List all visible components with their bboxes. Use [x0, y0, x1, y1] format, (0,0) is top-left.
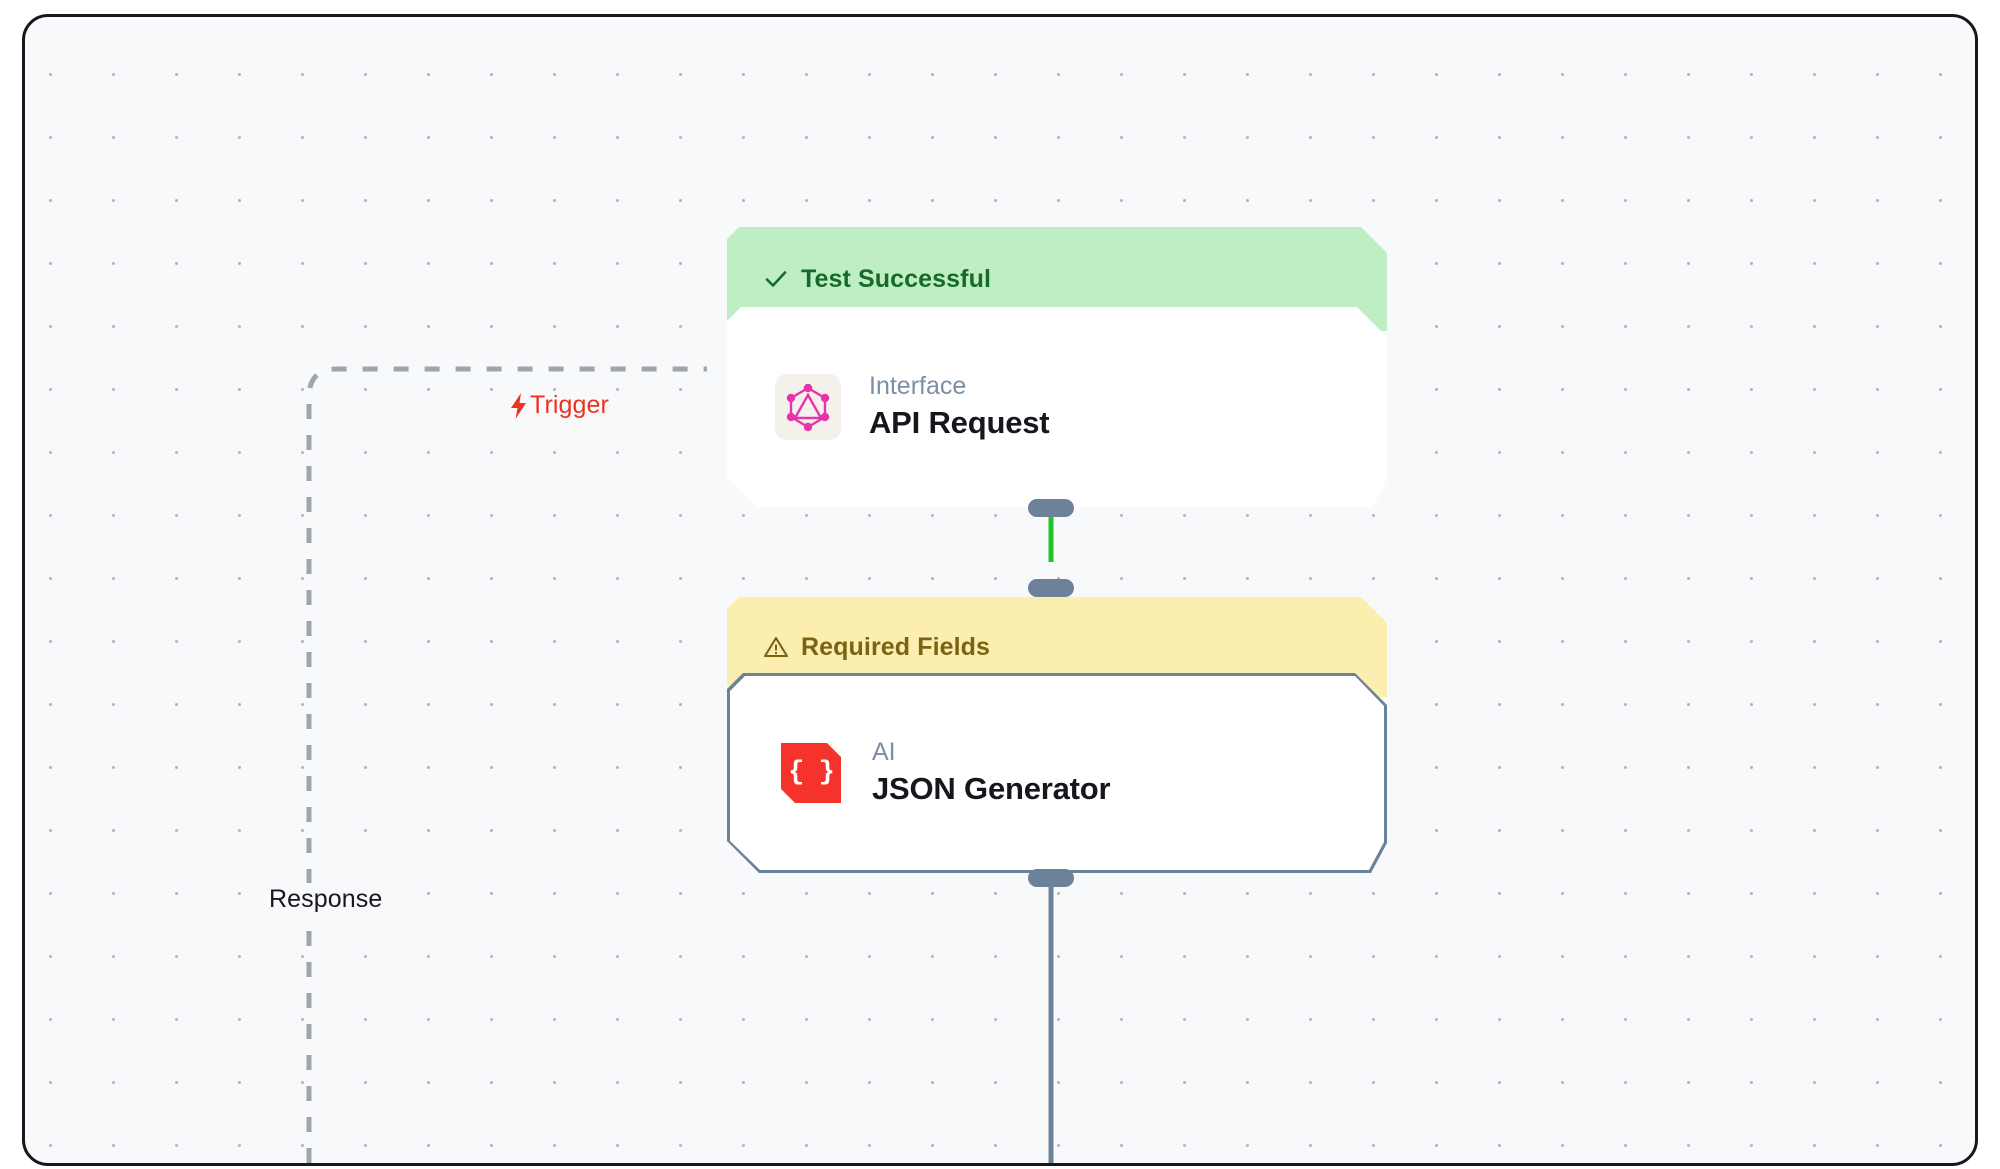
trigger-edge-label-text: Trigger	[530, 391, 609, 419]
node-json-generator[interactable]: Required Fields { } AI JSON Generator	[727, 579, 1387, 887]
node-api-request[interactable]: Test Successful	[727, 227, 1387, 517]
node-card-json-generator[interactable]: { } AI JSON Generator	[727, 673, 1387, 873]
json-braces-icon-glyph: { }	[781, 743, 841, 803]
node-title-label: API Request	[869, 405, 1050, 441]
node-output-handle[interactable]	[1028, 869, 1074, 887]
node-title-label: JSON Generator	[872, 771, 1111, 807]
response-edge-label: Response	[259, 883, 393, 916]
node-output-handle[interactable]	[1028, 499, 1074, 517]
node-kind-label: Interface	[869, 372, 967, 400]
lightning-bolt-icon	[509, 392, 529, 419]
warning-triangle-icon	[763, 634, 789, 660]
node-kind-label: AI	[872, 738, 896, 766]
graphql-icon	[775, 374, 841, 440]
node-card-api-request[interactable]: Interface API Request	[727, 307, 1387, 507]
node-input-handle[interactable]	[1028, 579, 1074, 597]
node-status-banner-text: Test Successful	[801, 264, 992, 293]
canvas-dot-grid	[25, 17, 1975, 1163]
workflow-canvas[interactable]: Trigger Response Test Successful	[22, 14, 1978, 1166]
node-status-banner-text: Required Fields	[801, 632, 991, 661]
check-icon	[763, 266, 789, 292]
trigger-edge-label: Trigger	[509, 391, 609, 420]
json-braces-icon: { }	[778, 740, 844, 806]
